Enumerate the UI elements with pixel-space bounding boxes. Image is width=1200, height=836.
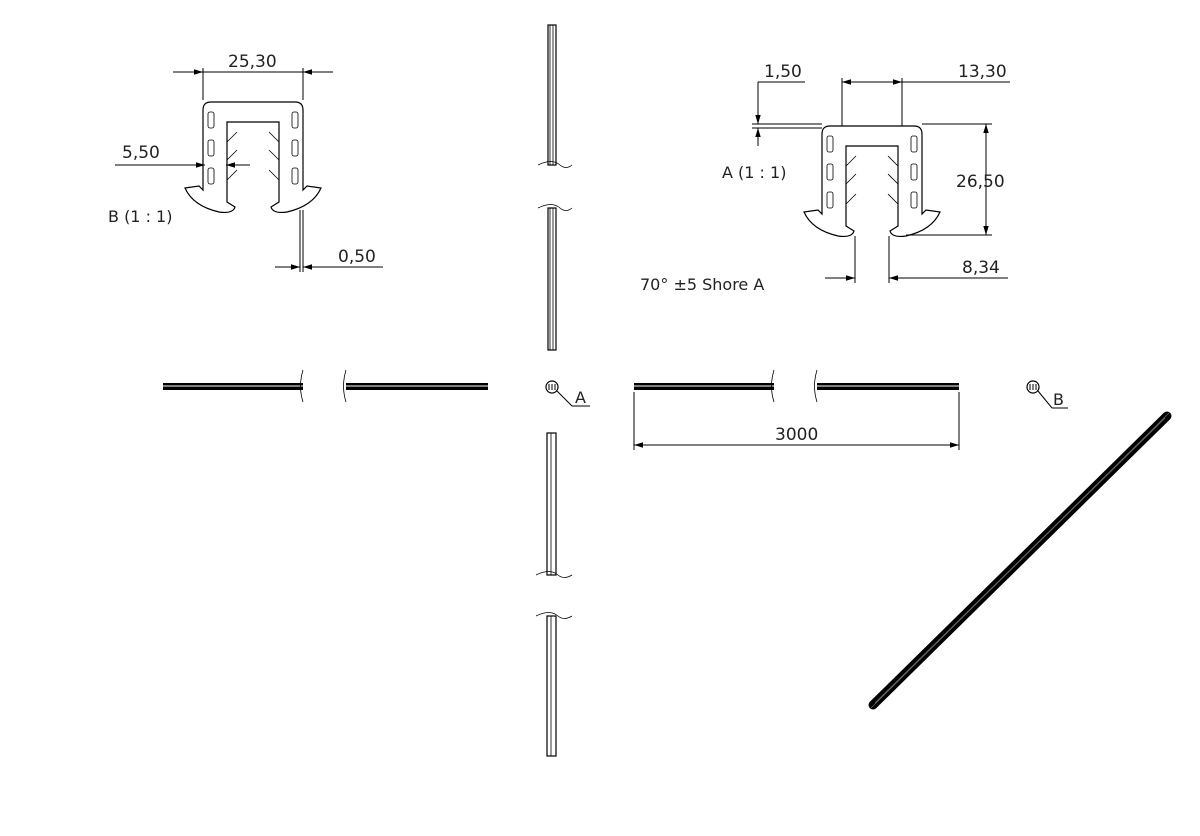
dim-3000: 3000	[775, 425, 818, 445]
dim-0-50: 0,50	[338, 247, 376, 267]
detail-view-b: 25,30 5,50 0,50 B (1 : 1)	[108, 52, 383, 272]
dim-13-30: 13,30	[958, 62, 1007, 82]
view-b-label: B (1 : 1)	[108, 207, 172, 226]
dim-26-50: 26,50	[956, 172, 1005, 192]
vertical-profile-bottom	[535, 432, 573, 757]
horizontal-profile-right: 3000	[633, 369, 960, 450]
detail-view-a: 1,50 13,30 26,50 8,34 A (1 : 1) 70° ±5 S…	[640, 62, 1010, 294]
view-a-label: A (1 : 1)	[722, 163, 786, 182]
hardness-note: 70° ±5 Shore A	[640, 275, 764, 294]
callout-a-label: A	[575, 388, 586, 407]
dim-1-50: 1,50	[764, 62, 802, 82]
isometric-view	[868, 411, 1172, 710]
callout-b: B	[1026, 380, 1068, 409]
dim-5-50: 5,50	[122, 143, 160, 163]
callout-b-label: B	[1053, 390, 1064, 409]
dim-25-30: 25,30	[228, 52, 277, 72]
vertical-profile-top	[537, 24, 573, 351]
dim-8-34: 8,34	[962, 258, 1000, 278]
horizontal-profile-left	[163, 369, 488, 403]
callout-a: A	[545, 380, 590, 407]
